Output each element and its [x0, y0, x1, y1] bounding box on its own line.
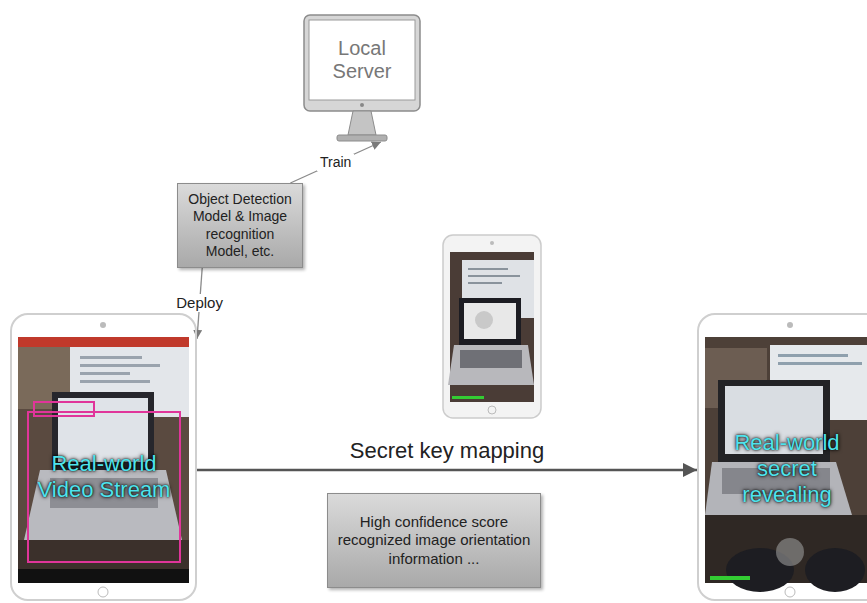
photo-legs [805, 548, 865, 592]
monitor-stand [348, 111, 376, 135]
tablet-home-button [488, 406, 496, 414]
edge-label: Train [317, 154, 354, 171]
photo-code-line [80, 380, 150, 383]
tablet-camera [100, 322, 106, 328]
photo-code-line [778, 362, 862, 365]
middle-tablet [443, 235, 541, 418]
monitor-base [337, 135, 387, 141]
edge-label: Deploy [173, 294, 226, 312]
arrow-connector [197, 469, 697, 472]
tablet-camera [490, 241, 494, 245]
monitor-screen [309, 20, 415, 100]
photo-laptop-lid [459, 298, 521, 345]
overlay-caption: Real-world secret revealing [715, 430, 859, 508]
tablet-home-button [98, 587, 108, 597]
screen-photo [705, 337, 867, 583]
screen-text-area: Local Server [309, 20, 415, 100]
tablet-camera [787, 322, 793, 328]
tablet-device: Real-world secret revealing [697, 313, 867, 601]
video-stream-screen [18, 322, 189, 597]
tablet-home-button [785, 587, 795, 597]
photo-status [710, 576, 750, 580]
photo-code-line [468, 268, 508, 270]
monitor-dot [360, 103, 364, 107]
detection-box [28, 412, 180, 562]
secret-revealing-screen [705, 322, 867, 597]
photo-toolbar [18, 337, 189, 347]
box-text: High confidence score recognized image o… [334, 513, 534, 568]
server-label: Local Server [309, 37, 415, 83]
edge-label: Secret key mapping [347, 438, 547, 464]
photo-dial [475, 311, 493, 329]
photo-status [452, 396, 484, 399]
arrow-connector [290, 142, 380, 183]
photo-keyboard [460, 350, 522, 368]
photo-laptop-base [448, 345, 534, 385]
detection-box [34, 402, 94, 416]
model-box: High confidence score recognized image o… [327, 493, 541, 588]
photo-code-line [468, 282, 502, 284]
photo-status-bar [18, 569, 189, 583]
overlay-caption: Real-world Video Stream [36, 451, 172, 503]
tablet-frame [443, 235, 541, 418]
photo-control [776, 538, 804, 566]
photo-code-line [80, 372, 130, 375]
photo-code-line [80, 356, 142, 359]
photo-code-line [778, 354, 848, 357]
photo-code-line [468, 275, 520, 277]
model-box: Object Detection Model & Image recogniti… [177, 183, 303, 268]
photo-laptop-screen [464, 303, 516, 339]
tablet-device: Real-world Video Stream [10, 313, 197, 601]
server-monitor: Local Server [303, 14, 421, 142]
box-text: Object Detection Model & Image recogniti… [183, 191, 297, 259]
monitor-bezel [304, 15, 420, 111]
screen-photo [18, 337, 189, 583]
photo-code-line [80, 364, 160, 367]
